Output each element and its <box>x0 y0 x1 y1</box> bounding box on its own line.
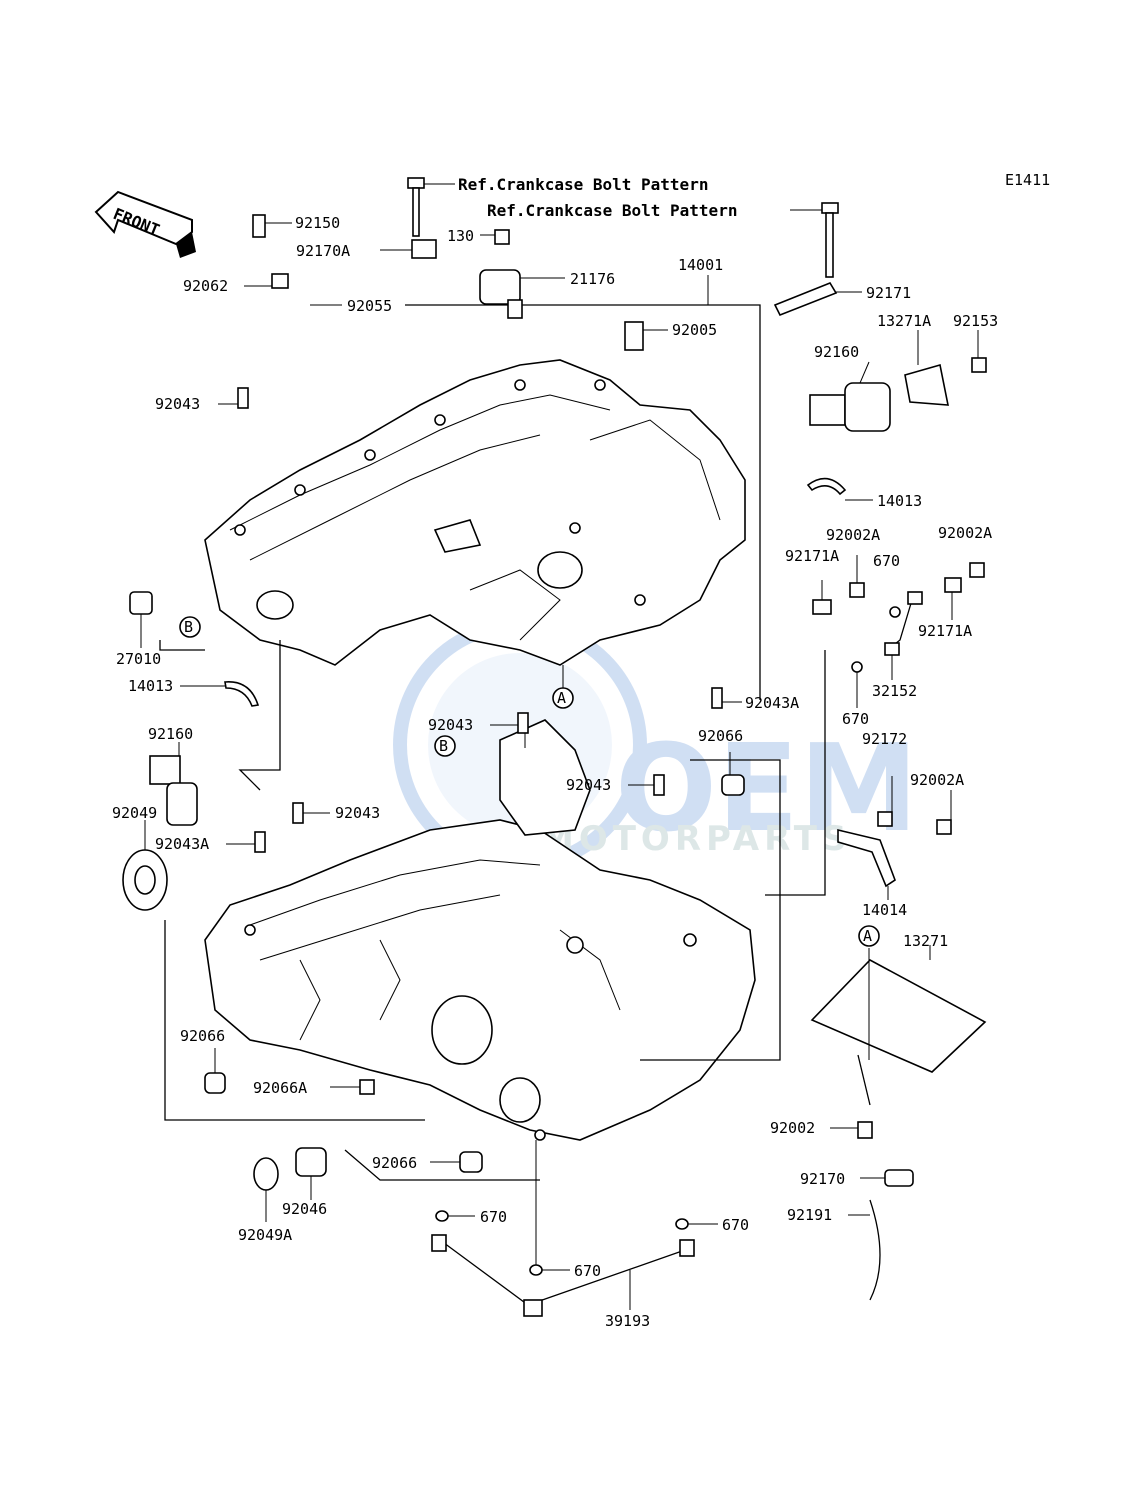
part-label: 92171A <box>918 622 972 640</box>
callout-a-upper <box>552 687 574 709</box>
labels: E1411 Ref.Crankcase Bolt Pattern Ref.Cra… <box>112 171 1050 1330</box>
svg-text:B: B <box>439 737 448 755</box>
part-label: 92043 <box>155 395 200 413</box>
part-label: 92170 <box>800 1170 845 1188</box>
part-label: 92005 <box>672 321 717 339</box>
callout-b-lower <box>434 735 456 757</box>
part-label: 21176 <box>570 270 615 288</box>
part-label: 14014 <box>862 901 907 919</box>
part-label: 92049 <box>112 804 157 822</box>
part-label: 92062 <box>183 277 228 295</box>
callout-a-lower <box>858 925 880 947</box>
part-label: 92066 <box>372 1154 417 1172</box>
part-label: 92043A <box>745 694 799 712</box>
ref-crankcase-bolt-pattern-1: Ref.Crankcase Bolt Pattern <box>458 175 708 194</box>
small-parts <box>122 177 987 1317</box>
part-label: 92043 <box>335 804 380 822</box>
part-label: 92172 <box>862 730 907 748</box>
part-label: 92049A <box>238 1226 292 1244</box>
part-label: 92191 <box>787 1206 832 1224</box>
part-label: 92066A <box>253 1079 307 1097</box>
part-label: 92002A <box>938 524 992 542</box>
part-label: 670 <box>722 1216 749 1234</box>
lower-crankcase <box>204 719 756 1141</box>
part-label: 92171A <box>785 547 839 565</box>
part-label: 27010 <box>116 650 161 668</box>
svg-text:A: A <box>557 689 566 707</box>
part-label: 14001 <box>678 256 723 274</box>
watermark-brand: OEM <box>615 720 918 859</box>
part-label: 130 <box>447 227 474 245</box>
callouts: B A B A <box>179 616 880 947</box>
part-label: 92160 <box>148 725 193 743</box>
part-label: 92066 <box>698 727 743 745</box>
part-label: 92170A <box>296 242 350 260</box>
front-arrow-icon: FRONT <box>94 190 196 258</box>
bracket-lines <box>159 304 826 1181</box>
part-label: 39193 <box>605 1312 650 1330</box>
part-label: 13271A <box>877 312 931 330</box>
part-label: 92055 <box>347 297 392 315</box>
part-label: 92002A <box>910 771 964 789</box>
part-label: 92002 <box>770 1119 815 1137</box>
part-label: 92043A <box>155 835 209 853</box>
part-label: 13271 <box>903 932 948 950</box>
part-label: 92153 <box>953 312 998 330</box>
part-label: 670 <box>873 552 900 570</box>
svg-text:B: B <box>184 618 193 636</box>
part-label: 32152 <box>872 682 917 700</box>
figure-id: E1411 <box>1005 171 1050 189</box>
watermark-sub: MOTORPARTS <box>540 819 851 859</box>
part-label: 670 <box>480 1208 507 1226</box>
part-label: 92171 <box>866 284 911 302</box>
part-label: 92046 <box>282 1200 327 1218</box>
part-label: 670 <box>574 1262 601 1280</box>
part-label: 92043 <box>566 776 611 794</box>
ref-crankcase-bolt-pattern-2: Ref.Crankcase Bolt Pattern <box>487 201 737 220</box>
part-label: 14013 <box>877 492 922 510</box>
part-label: 92043 <box>428 716 473 734</box>
part-label: 14013 <box>128 677 173 695</box>
part-label: 92150 <box>295 214 340 232</box>
part-label: 92160 <box>814 343 859 361</box>
callout-b-upper <box>179 616 201 638</box>
part-label: 92066 <box>180 1027 225 1045</box>
upper-crankcase <box>204 359 746 666</box>
part-label: 670 <box>842 710 869 728</box>
part-label: 92002A <box>826 526 880 544</box>
svg-text:A: A <box>863 927 872 945</box>
leader-lines <box>140 183 979 1310</box>
